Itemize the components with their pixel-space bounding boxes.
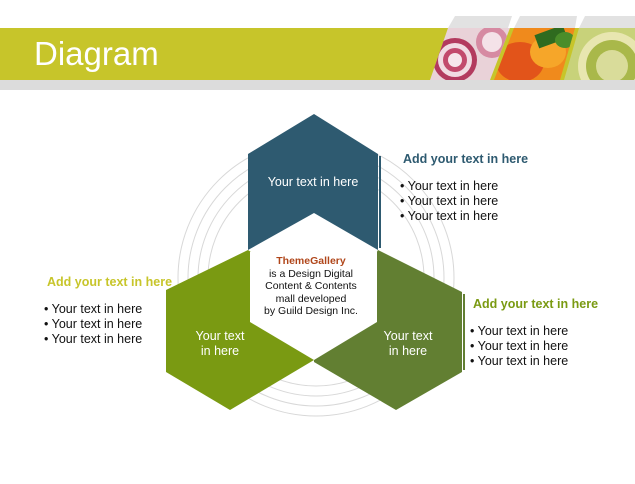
bullet-item: • Your text in here [400, 194, 499, 208]
title-underline [0, 80, 635, 90]
text-block-bottom-right: Add your text in here • Your text in her… [470, 297, 599, 369]
hexagon-right [314, 250, 462, 410]
block-heading: Add your text in here [403, 152, 529, 166]
bullet-item: • Your text in here [470, 324, 569, 338]
hexagon-top-label: Your text in here [267, 175, 359, 189]
center-description: ThemeGallery is a Design Digital Content… [254, 255, 368, 318]
hexagon-right-label: Your text in here [383, 329, 433, 358]
block-heading: Add your text in here [47, 275, 173, 289]
hexagon-top [248, 114, 378, 250]
bullet-item: • Your text in here [44, 332, 143, 346]
bullet-item: • Your text in here [470, 339, 569, 353]
header-photos [430, 16, 635, 80]
text-block-left: Add your text in here • Your text in her… [44, 275, 173, 347]
bullet-item: • Your text in here [44, 317, 143, 331]
onion-photo [430, 28, 510, 80]
center-hexagon [250, 215, 377, 360]
brand-name: ThemeGallery [276, 255, 346, 267]
bullet-item: • Your text in here [400, 179, 499, 193]
hexagon-left-label: Your text in here [195, 329, 245, 358]
block-heading: Add your text in here [473, 297, 599, 311]
text-block-top-right: Add your text in here • Your text in her… [400, 152, 529, 224]
bullet-item: • Your text in here [470, 354, 569, 368]
bullet-item: • Your text in here [400, 209, 499, 223]
bullet-item: • Your text in here [44, 302, 143, 316]
page-title: Diagram [34, 35, 159, 72]
